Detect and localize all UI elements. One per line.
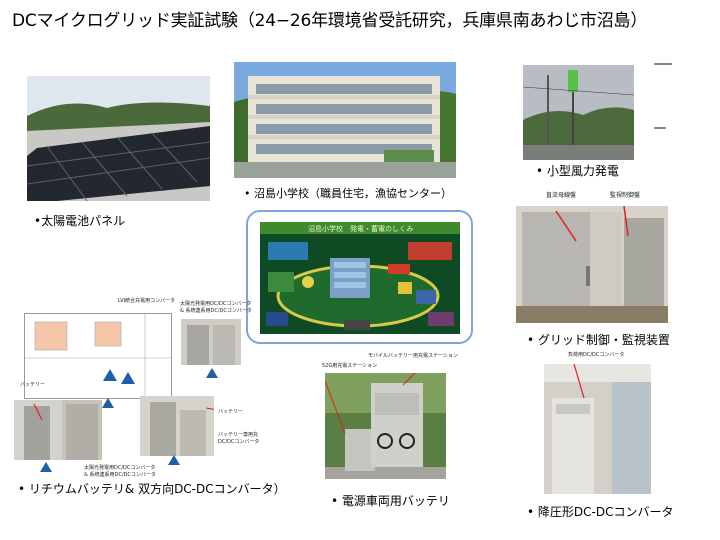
stepdown-converter-photo — [544, 364, 651, 494]
battery-label-bottom: 太陽光発電用DC/DCコンバータ & 系統連系用DC/DCコンバータ — [84, 465, 156, 478]
caption-grid: • グリッド制御・監視装置 — [527, 333, 670, 347]
battery-label-left: バッテリー — [20, 382, 46, 388]
grid-control-photo — [516, 206, 668, 323]
ev-label-right: モバイルバッテリー用充電ステーション — [368, 353, 458, 359]
wind-turbine-photo — [523, 65, 634, 160]
marker-tri-1 — [206, 368, 218, 378]
converter-photo — [181, 319, 241, 365]
grid-label-right: 監視制御盤 — [610, 192, 641, 199]
monitor-screen-frame: 沼島小学校 発電・蓄電のしくみ — [246, 210, 473, 344]
solar-panel-photo — [27, 76, 210, 201]
marker-tri-4 — [168, 455, 180, 465]
floor-label-top-right: 太陽光発電用DC/DCコンバータ & 系統連系用DC/DCコンバータ — [180, 301, 252, 314]
floor-label-top-left: LVI統合充電用コンバータ — [118, 298, 176, 304]
battery-photo-mid — [62, 400, 102, 460]
wind-label-mark-1 — [654, 63, 672, 65]
floor-plan — [24, 313, 172, 399]
marker-tri-3 — [40, 462, 52, 472]
school-building-photo — [234, 62, 456, 178]
caption-lithium: • リチウムバッテリ& 双方向DC-DCコンバータ） — [18, 482, 286, 496]
battery-photo-right — [140, 396, 214, 456]
monitor-header: 沼島小学校 発電・蓄電のしくみ — [308, 224, 413, 233]
battery-label-right-top: バッテリー — [218, 409, 244, 415]
wind-label-mark-2 — [654, 127, 666, 129]
battery-label-right-mid: バッテリー専用充 DC/DCコンバータ — [218, 432, 260, 445]
grid-label-left: 直流母線盤 — [546, 192, 577, 199]
ev-label-left: 52G用充電ステーション — [322, 363, 378, 369]
caption-stepdown: • 降圧形DC-DCコンバータ — [527, 505, 674, 519]
caption-ev: • 電源車両用バッテリ — [331, 494, 450, 508]
caption-school: • 沼島小学校（職員住宅，漁協センター） — [244, 187, 452, 200]
caption-solar: •太陽電池パネル — [34, 214, 126, 228]
page-title: DCマイクログリッド実証試験（24−26年環境省受託研究，兵庫県南あわじ市沼島） — [12, 11, 648, 31]
caption-wind: • 小型風力発電 — [536, 164, 619, 178]
ev-battery-photo — [325, 373, 446, 479]
marker-tri-2 — [102, 398, 114, 408]
stepdown-label: 負荷用DC/DCコンバータ — [568, 352, 625, 358]
